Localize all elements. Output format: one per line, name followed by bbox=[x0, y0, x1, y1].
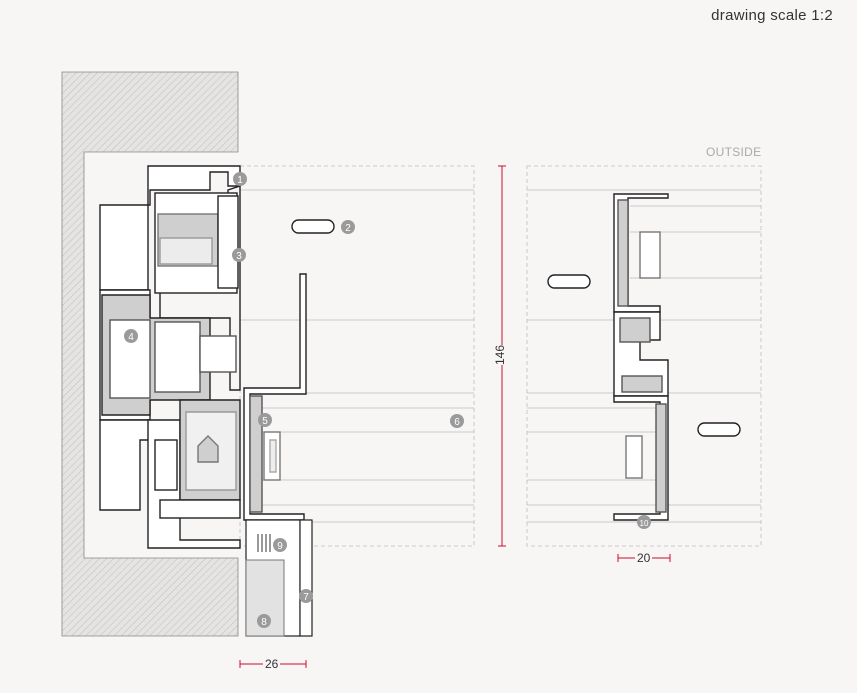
svg-text:4: 4 bbox=[128, 332, 134, 343]
marker-8: 8 bbox=[257, 614, 271, 628]
glass-outline-right bbox=[526, 165, 762, 547]
svg-text:10: 10 bbox=[640, 519, 649, 528]
marker-1: 1 bbox=[233, 172, 247, 186]
marker-2: 2 bbox=[341, 220, 355, 234]
right-width-dimension-label: 20 bbox=[635, 551, 653, 565]
marker-7: 7 bbox=[299, 589, 313, 603]
sash-profile-left bbox=[243, 273, 307, 521]
wall bbox=[61, 71, 239, 637]
svg-text:1: 1 bbox=[237, 175, 243, 186]
glass-outline-left bbox=[239, 165, 475, 547]
marker-10: 10 bbox=[637, 515, 651, 529]
marker-9: 9 bbox=[273, 538, 287, 552]
frame-profile-left bbox=[99, 165, 241, 549]
outside-label: OUTSIDE bbox=[706, 145, 762, 159]
drain-slot bbox=[547, 274, 591, 289]
height-dimension-label: 146 bbox=[493, 344, 508, 366]
threshold-left bbox=[245, 519, 313, 637]
svg-text:6: 6 bbox=[454, 417, 460, 428]
marker-4: 4 bbox=[124, 329, 138, 343]
marker-5: 5 bbox=[258, 413, 272, 427]
marker-6: 6 bbox=[450, 414, 464, 428]
drain-slot bbox=[291, 219, 335, 234]
markers: 1 2 3 4 5 6 7 8 9 10 bbox=[124, 172, 651, 628]
drain-slot bbox=[697, 422, 741, 437]
svg-text:8: 8 bbox=[261, 617, 267, 628]
svg-text:5: 5 bbox=[262, 416, 268, 427]
svg-text:2: 2 bbox=[345, 223, 351, 234]
interlock-profile-right bbox=[613, 193, 669, 521]
drawing-scale-label: drawing scale 1:2 bbox=[711, 7, 833, 24]
svg-text:9: 9 bbox=[277, 541, 283, 552]
marker-3: 3 bbox=[232, 248, 246, 262]
svg-text:3: 3 bbox=[236, 251, 242, 262]
svg-text:7: 7 bbox=[303, 592, 309, 603]
left-width-dimension-label: 26 bbox=[263, 657, 281, 671]
